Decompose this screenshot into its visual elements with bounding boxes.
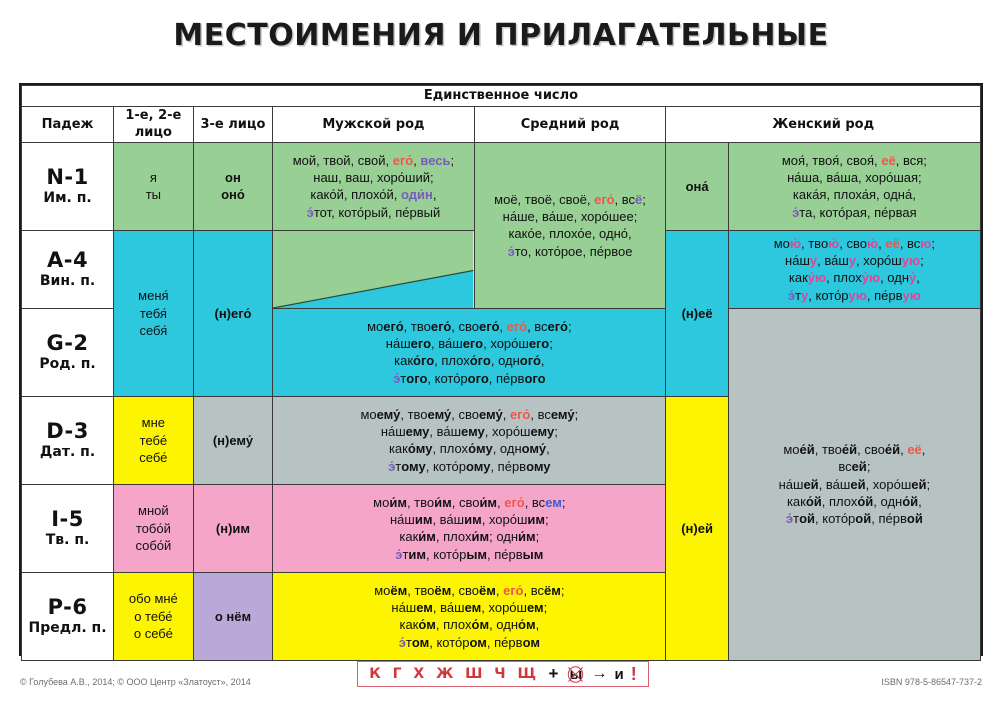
case-label-d3: D-3 Дат. п.: [20, 395, 115, 485]
cell-feminine-oblique: мое́й, твое́й, свое́й, её, всей; на́шей,…: [727, 307, 982, 661]
cell-g2-shared: моего́, твоего́, своего́, его́, всего́; …: [272, 307, 667, 397]
rule-result-letter: и: [614, 665, 624, 683]
declension-table: Единственное число Падеж 1-е, 2-е лицо 3…: [19, 83, 983, 661]
cell-i5-shared: мои́м, твои́м, свои́м, его́, всем; на́ши…: [272, 483, 667, 573]
case-label-a4: A-4 Вин. п.: [20, 229, 115, 309]
case-label-p6: P-6 Предл. п.: [20, 571, 115, 661]
cell-feminine-person3-oblique: (н)ей: [665, 395, 729, 661]
case-label-i5: I-5 Тв. п.: [20, 483, 115, 573]
cross-out-icon: [568, 665, 584, 683]
exclamation-mark: !: [630, 663, 637, 684]
cell-n1-masculine: мой, твой, свой, его́, весь; наш, ваш, х…: [272, 141, 475, 231]
cell-p6-shared: моём, твоём, своём, его́, всём; на́шем, …: [272, 571, 667, 661]
cell-d3-shared: моему́, твоему́, своему́, его́, всему́; …: [272, 395, 667, 485]
case-name: Тв. п.: [45, 532, 90, 549]
crossed-out-letter: ы: [567, 666, 584, 683]
header-case: Падеж: [20, 106, 115, 143]
cell-a4-g2-feminine-person3: (н)её: [665, 229, 729, 397]
case-name: Им. п.: [43, 190, 92, 207]
page-title: МЕСТОИМЕНИЯ И ПРИЛАГАТЕЛЬНЫЕ: [173, 18, 829, 53]
case-name: Род. п.: [39, 356, 96, 373]
cell-a4-feminine: мою́, твою́, свою́, её, всю; на́шу, ва́ш…: [727, 229, 982, 309]
case-number: P-6: [47, 595, 88, 620]
cell-a4-g2-person12: меня́тебя́себя́: [113, 229, 194, 397]
case-label-g2: G-2 Род. п.: [20, 307, 115, 397]
header-person-12: 1-е, 2-е лицо: [113, 106, 194, 143]
header-neuter: Средний род: [473, 106, 667, 143]
cell-p6-person3: о нём: [192, 571, 274, 661]
cell-n1-neuter: моё, твоё, своё, его́, всё; на́ше, ва́ше…: [473, 141, 667, 309]
cell-n1-feminine: моя́, твоя́, своя́, её, вся; на́ша, ва́ш…: [727, 141, 982, 231]
case-number: A-4: [46, 248, 89, 273]
case-number: G-2: [46, 331, 89, 356]
cell-i5-person3: (н)им: [192, 483, 274, 573]
case-name: Дат. п.: [39, 444, 96, 461]
case-label-n1: N-1 Им. п.: [20, 141, 115, 231]
isbn-text: ISBN 978-5-86547-737-2: [881, 677, 982, 687]
spelling-rule-box: К Г Х Ж Ш Ч Щ + ы → и !: [357, 661, 649, 687]
plus-icon: +: [548, 664, 559, 683]
rule-consonants: К Г Х Ж Ш Ч Щ: [369, 666, 540, 682]
diagonal-split-icon: [273, 231, 474, 308]
header-person-3: 3-е лицо: [192, 106, 274, 143]
copyright-notice: © Голубева А.В., 2014; © ООО Центр «Злат…: [20, 677, 251, 687]
header-number-group: Единственное число: [21, 85, 981, 107]
case-number: D-3: [46, 419, 89, 444]
header-masculine: Мужской род: [272, 106, 475, 143]
case-number: I-5: [51, 507, 84, 532]
cell-a4-g2-person3: (н)его́: [192, 229, 274, 397]
arrow-right-icon: →: [591, 665, 608, 682]
cell-p6-person12: обо мне́о тебе́о себе́: [113, 571, 194, 661]
cell-n1-feminine-person3: она́: [665, 141, 729, 231]
case-number: N-1: [46, 165, 89, 190]
header-feminine: Женский род: [665, 106, 981, 143]
cell-d3-person3: (н)ему́: [192, 395, 274, 485]
cell-a4-masculine-diagonal: [272, 229, 475, 309]
case-name: Вин. п.: [39, 273, 96, 290]
case-name: Предл. п.: [28, 620, 107, 637]
